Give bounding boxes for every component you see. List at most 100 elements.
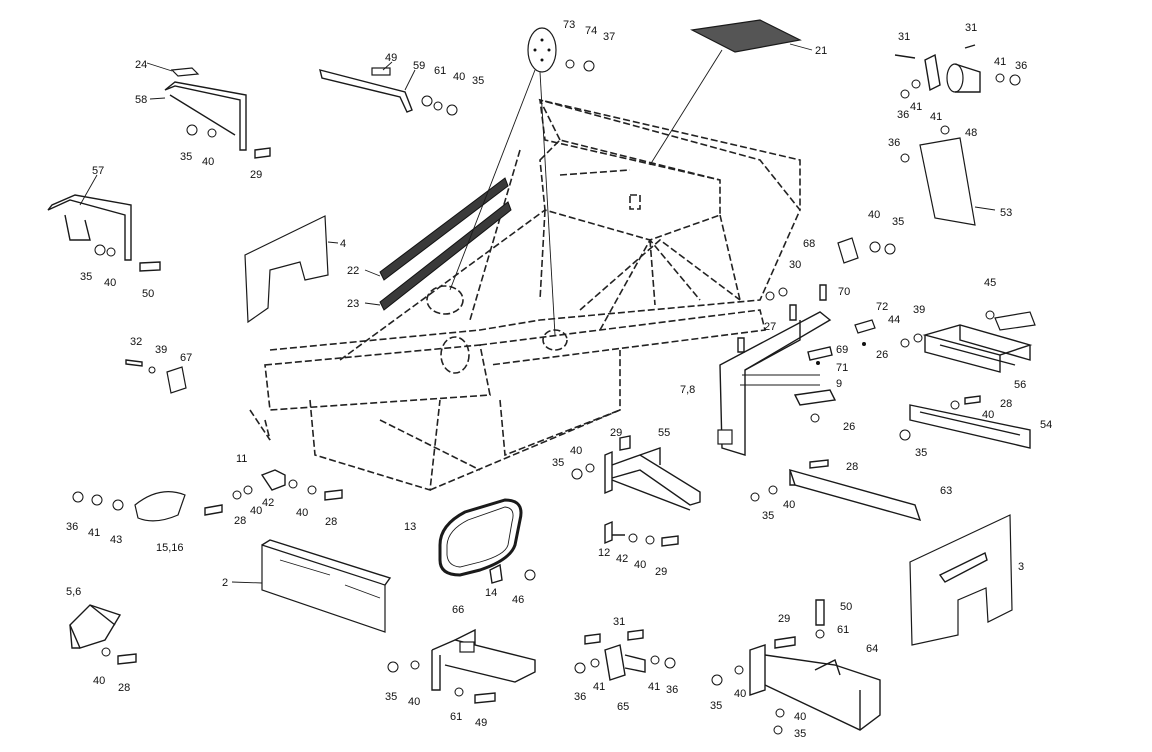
- callout-40: 40: [408, 696, 420, 708]
- callout-12: 12: [598, 547, 610, 559]
- callout-40: 40: [783, 499, 795, 511]
- callout-35: 35: [762, 510, 774, 522]
- callout-9: 9: [836, 378, 842, 390]
- callout-42: 42: [262, 497, 274, 509]
- callout-56: 56: [1014, 379, 1026, 391]
- callout-53: 53: [1000, 207, 1012, 219]
- callout-74: 74: [585, 25, 597, 37]
- callout-40: 40: [250, 505, 262, 517]
- callout-26: 26: [843, 421, 855, 433]
- callout-59: 59: [413, 60, 425, 72]
- callout-36: 36: [888, 137, 900, 149]
- callout-35: 35: [552, 457, 564, 469]
- part-23-strip: [379, 201, 512, 311]
- main-frame-assembly: [249, 98, 801, 492]
- callout-35: 35: [180, 151, 192, 163]
- callout-13: 13: [404, 521, 416, 533]
- callout-41: 41: [994, 56, 1006, 68]
- callout-72: 72: [876, 301, 888, 313]
- callout-28: 28: [1000, 398, 1012, 410]
- callout-23: 23: [347, 298, 359, 310]
- callout-61: 61: [450, 711, 462, 723]
- part-4-panel: [244, 215, 329, 324]
- callout-27: 27: [764, 321, 776, 333]
- callout-41: 41: [88, 527, 100, 539]
- callout-49: 49: [385, 52, 397, 64]
- callout-29: 29: [655, 566, 667, 578]
- callout-63: 63: [940, 485, 952, 497]
- callout-41: 41: [910, 101, 922, 113]
- callout-65: 65: [617, 701, 629, 713]
- callout-61: 61: [837, 624, 849, 636]
- part-67-plate: [125, 359, 187, 394]
- callout-44: 44: [888, 314, 900, 326]
- callout-21: 21: [815, 45, 827, 57]
- callout-36: 36: [574, 691, 586, 703]
- callout-40: 40: [734, 688, 746, 700]
- part-56-bracket: [69, 604, 137, 665]
- callout-labels: 24 58 35 40 29 57 35 40 50 4 49 59 61 40…: [66, 19, 1052, 740]
- part-53-plate: [919, 137, 976, 226]
- callout-40: 40: [202, 156, 214, 168]
- callout-71: 71: [836, 362, 848, 374]
- callout-39: 39: [913, 304, 925, 316]
- callout-39: 39: [155, 344, 167, 356]
- part-top-right-hinge: [894, 44, 1021, 99]
- callout-3: 3: [1018, 561, 1024, 573]
- part-68-plate: [837, 237, 859, 264]
- callout-66: 66: [452, 604, 464, 616]
- callout-41: 41: [593, 681, 605, 693]
- callout-36: 36: [666, 684, 678, 696]
- callout-31: 31: [965, 22, 977, 34]
- part-73-disc: [449, 27, 595, 336]
- part-13-belt: [438, 498, 536, 584]
- callout-40: 40: [93, 675, 105, 687]
- part-12-bracket: [604, 520, 679, 547]
- part-3-panel: [909, 514, 1013, 646]
- callout-45: 45: [984, 277, 996, 289]
- callout-35: 35: [472, 75, 484, 87]
- callout-31: 31: [613, 616, 625, 628]
- callout-40: 40: [868, 209, 880, 221]
- part-64-beam: [711, 599, 881, 735]
- callout-49: 49: [475, 717, 487, 729]
- callout-28: 28: [234, 515, 246, 527]
- part-21-mat: [690, 19, 802, 53]
- callout-31: 31: [898, 31, 910, 43]
- part-59-rail: [319, 61, 458, 116]
- callout-58: 58: [135, 94, 147, 106]
- callout-35: 35: [710, 700, 722, 712]
- part-66-bracket: [387, 628, 536, 704]
- part-63-bar: [750, 459, 922, 522]
- part-55-frame: [571, 435, 701, 511]
- callout-68: 68: [803, 238, 815, 250]
- callout-40: 40: [453, 71, 465, 83]
- callout-11: 11: [236, 453, 247, 465]
- callout-40: 40: [296, 507, 308, 519]
- callout-61: 61: [434, 65, 446, 77]
- part-78-support: [717, 284, 876, 456]
- callout-50: 50: [142, 288, 154, 300]
- callout-40: 40: [794, 711, 806, 723]
- callout-41: 41: [648, 681, 660, 693]
- callout-29: 29: [778, 613, 790, 625]
- callout-37: 37: [603, 31, 615, 43]
- part-58-bracket: [146, 62, 271, 159]
- callout-22: 22: [347, 265, 359, 277]
- callout-29: 29: [250, 169, 262, 181]
- callout-35: 35: [794, 728, 806, 740]
- callout-40: 40: [634, 559, 646, 571]
- callout-28: 28: [118, 682, 130, 694]
- callout-56-label: 5,6: [66, 586, 81, 598]
- part-57-bracket: [47, 174, 161, 272]
- callout-41: 41: [930, 111, 942, 123]
- callout-48: 48: [965, 127, 977, 139]
- callout-40: 40: [104, 277, 116, 289]
- callout-40: 40: [982, 409, 994, 421]
- callout-55: 55: [658, 427, 670, 439]
- callout-4: 4: [340, 238, 346, 250]
- callout-35: 35: [80, 271, 92, 283]
- callout-28: 28: [846, 461, 858, 473]
